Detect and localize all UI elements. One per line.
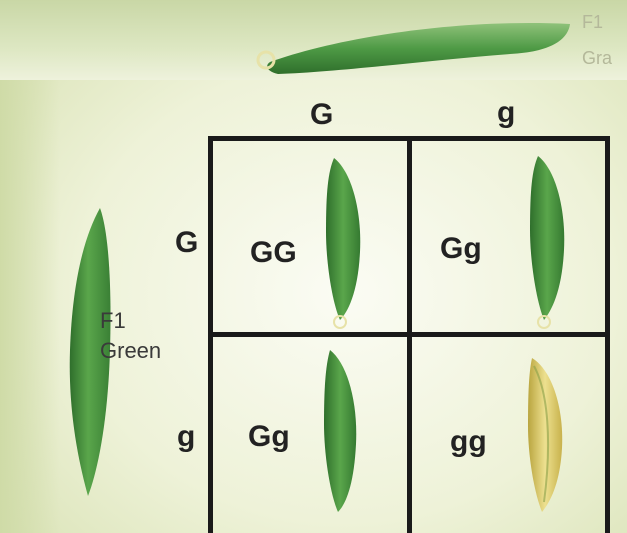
top-parent-label-line1: F1 <box>582 10 603 34</box>
left-parent-label-line1: F1 <box>100 306 126 336</box>
top-parent-label-line2: Gra <box>582 46 612 70</box>
row-allele-G: G <box>175 226 198 260</box>
cell-pod-gg-yellow <box>520 352 570 522</box>
cell-genotype-Gg-top: Gg <box>440 232 482 266</box>
cell-genotype-GG: GG <box>250 236 297 270</box>
cell-pod-Gg-top <box>522 150 572 335</box>
grid-vertical-divider <box>407 141 412 533</box>
cell-genotype-gg: gg <box>450 425 487 459</box>
column-allele-G: G <box>310 98 333 132</box>
grid-right-border <box>605 136 610 533</box>
top-pea-pod-image <box>250 10 580 80</box>
column-allele-g: g <box>497 96 515 130</box>
row-allele-g: g <box>177 420 195 454</box>
cell-pod-GG <box>318 152 368 332</box>
left-parent-label-line2: Green <box>100 336 161 366</box>
cell-pod-Gg-bottom <box>316 344 366 524</box>
cell-genotype-Gg-bottom: Gg <box>248 420 290 454</box>
